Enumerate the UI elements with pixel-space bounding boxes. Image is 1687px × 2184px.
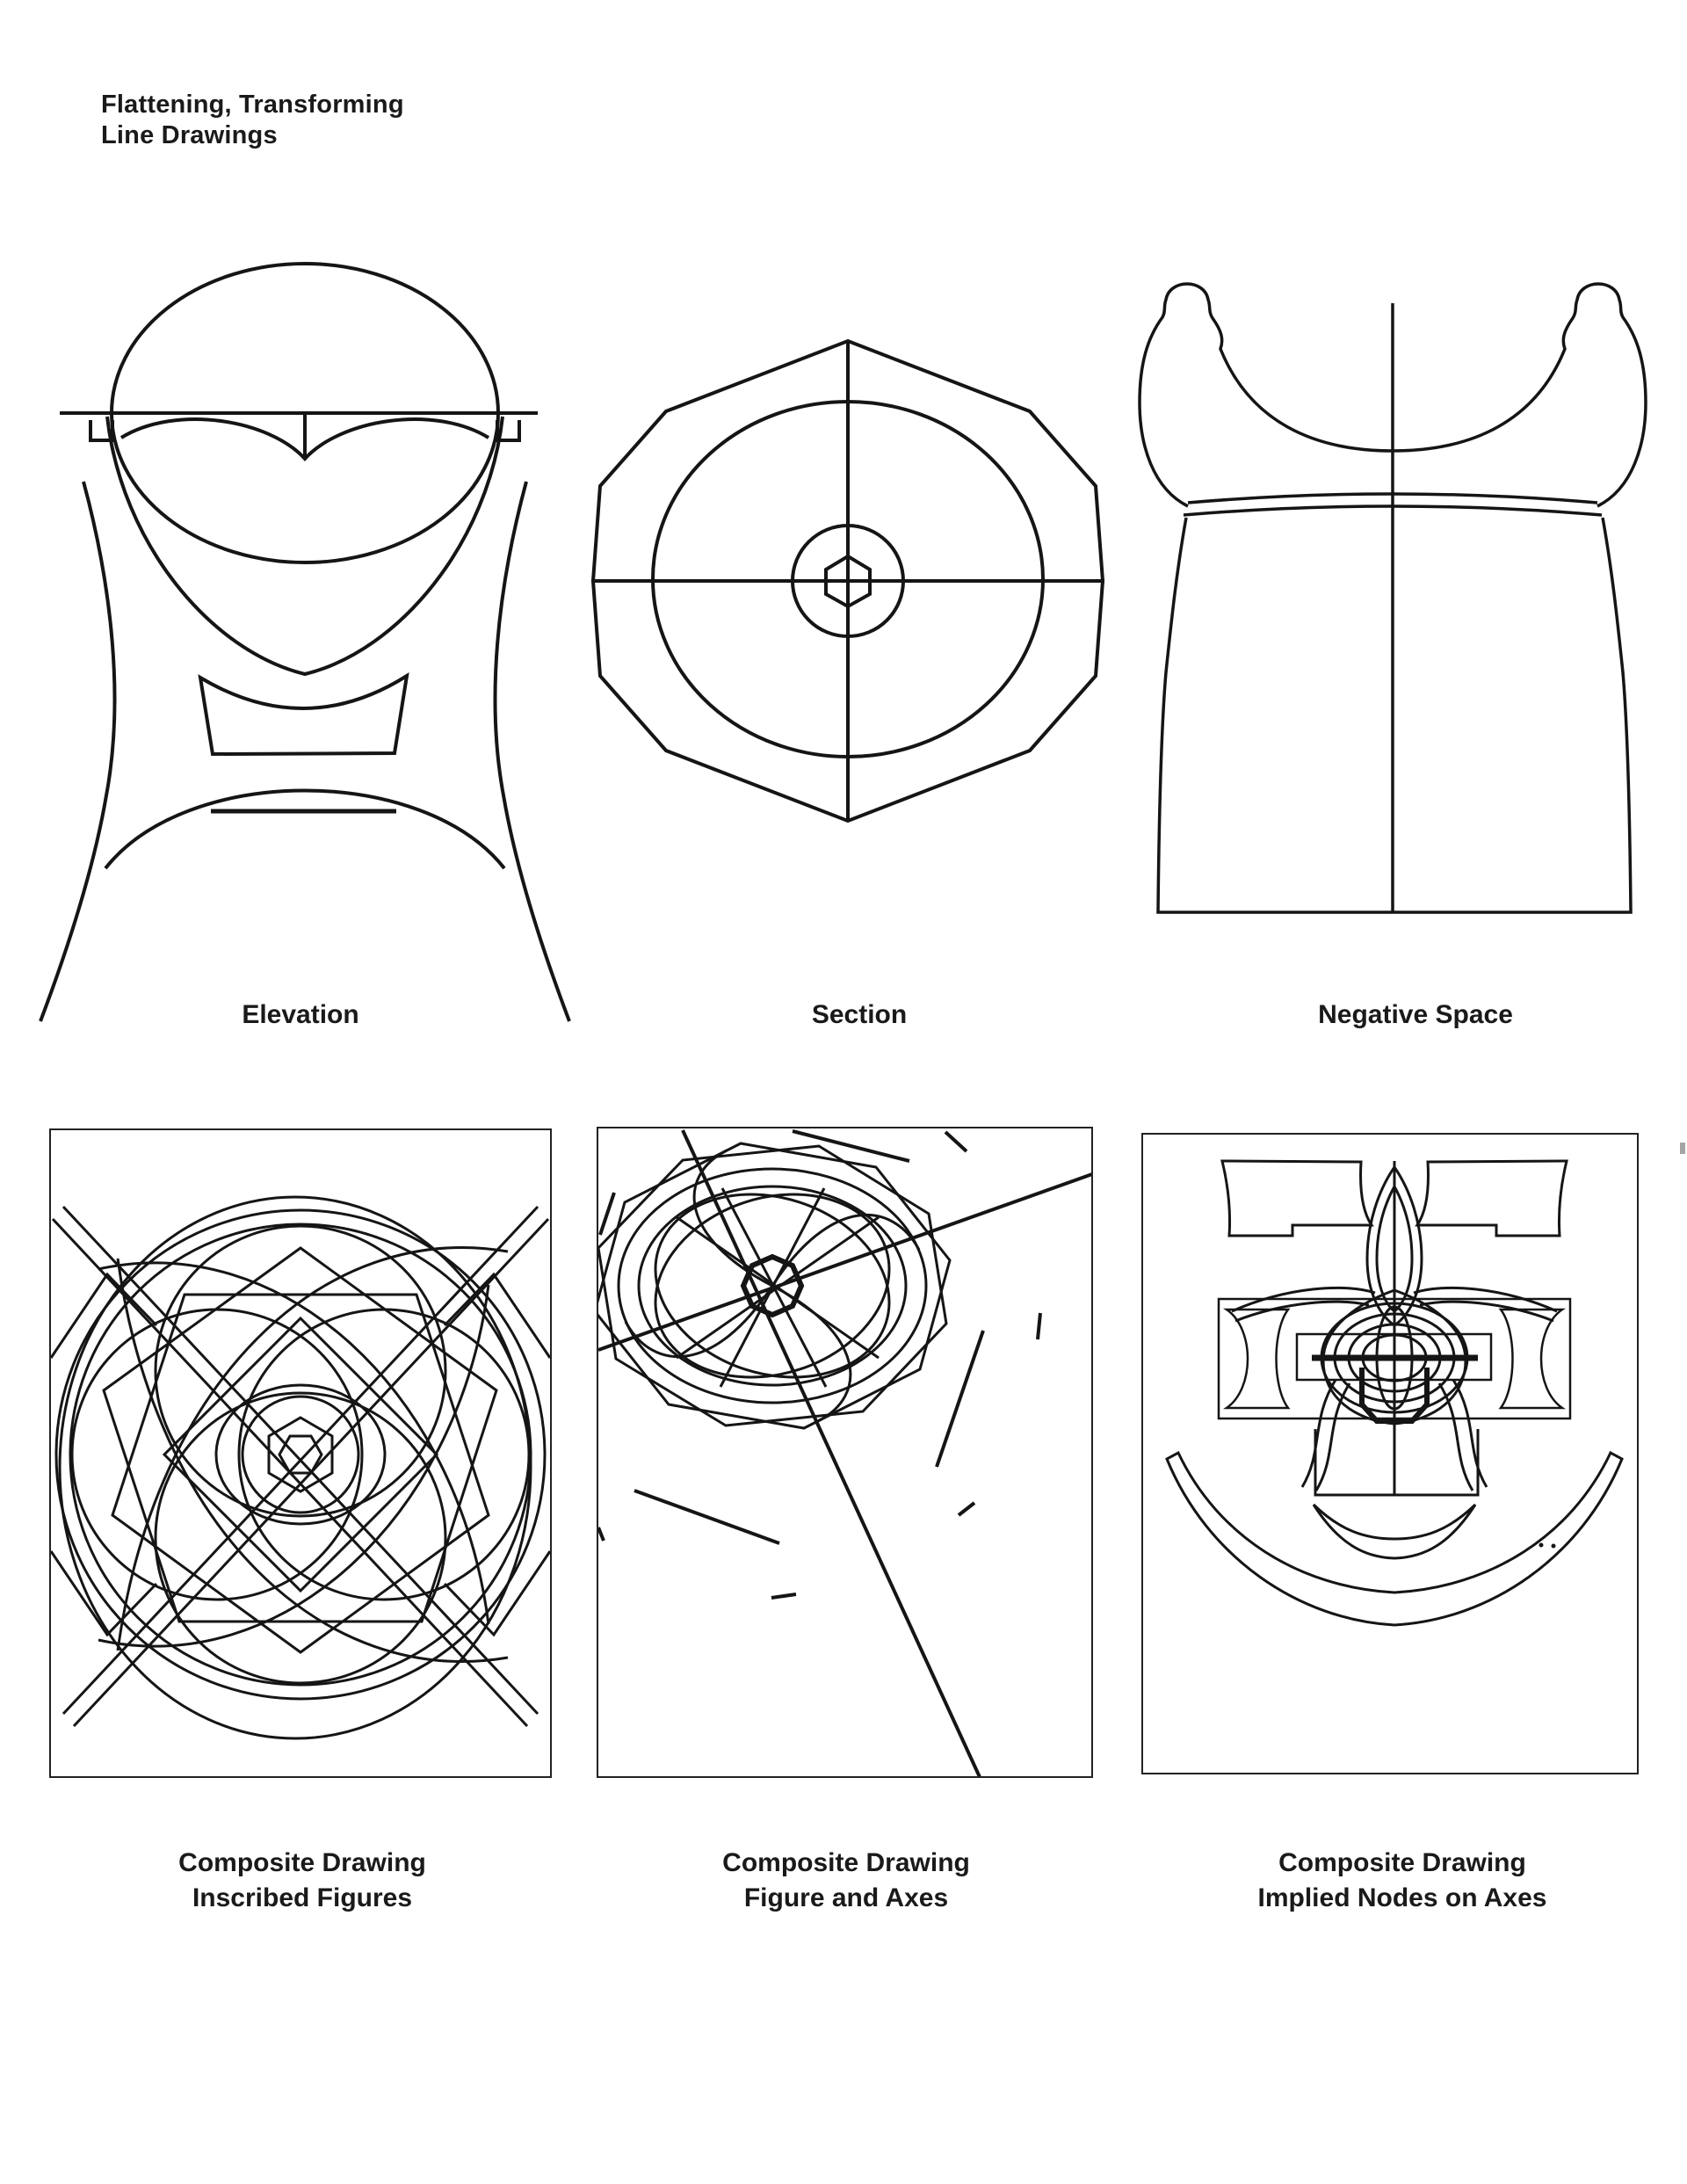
elevation-right-leg-curve bbox=[493, 481, 571, 1022]
c2-ring-inner bbox=[637, 1185, 908, 1387]
caption-composite-figure-axes: Composite Drawing Figure and Axes bbox=[722, 1846, 970, 1916]
section-large-circle bbox=[651, 400, 1045, 758]
c3-large-crescent bbox=[1165, 1450, 1624, 1627]
negative-space-upper-outline bbox=[1138, 282, 1647, 508]
c3-concave-bracket-left bbox=[1222, 1308, 1291, 1410]
c3-left-wing bbox=[1220, 1159, 1374, 1237]
elevation-left-bracket bbox=[89, 420, 114, 442]
c1-inner-ellipse bbox=[214, 1383, 387, 1526]
caption-composite-implied-nodes-line1: Composite Drawing bbox=[1278, 1848, 1526, 1877]
caption-composite-inscribed-line2: Inscribed Figures bbox=[192, 1883, 413, 1912]
caption-elevation: Elevation bbox=[242, 1000, 359, 1029]
c2-center-octagon bbox=[740, 1253, 805, 1318]
composite-inscribed-figures-frame bbox=[49, 1128, 552, 1778]
c2-petal-4 bbox=[692, 1149, 773, 1288]
c2-petal-1 bbox=[771, 1213, 921, 1287]
c1-hexagon-outer bbox=[267, 1416, 334, 1493]
c1-quatrefoil-top bbox=[154, 1224, 447, 1518]
elevation-drawing bbox=[39, 262, 571, 1022]
c1-hexagon-inner bbox=[278, 1434, 323, 1475]
c3-small-crescent bbox=[1312, 1503, 1477, 1560]
c1-corner-se bbox=[443, 1550, 551, 1637]
elevation-arch bbox=[104, 788, 506, 870]
c3-base-block bbox=[1314, 1429, 1480, 1497]
composite-figure-axes-drawing bbox=[597, 1129, 1092, 1777]
composite-figure-axes-frame bbox=[597, 1127, 1093, 1778]
c2-ring-outer bbox=[617, 1167, 928, 1404]
c1-corner-nw bbox=[50, 1272, 158, 1359]
page-title: Flattening, Transforming Line Drawings bbox=[101, 90, 404, 151]
elevation-heart-bottom-curve bbox=[105, 416, 504, 677]
section-drawing bbox=[590, 338, 1105, 824]
c3-node-dot-2 bbox=[1551, 1543, 1556, 1549]
c3-small-wing-r1 bbox=[1413, 1286, 1558, 1313]
c3-scurve-l1 bbox=[1300, 1379, 1337, 1488]
page-title-line2: Line Drawings bbox=[101, 121, 278, 149]
c2-petal-2 bbox=[771, 1284, 852, 1423]
caption-composite-implied-nodes: Composite Drawing Implied Nodes on Axes bbox=[1258, 1846, 1547, 1916]
page-title-line1: Flattening, Transforming bbox=[101, 91, 404, 119]
c3-small-wing-r2 bbox=[1419, 1300, 1554, 1323]
caption-composite-inscribed: Composite Drawing Inscribed Figures bbox=[178, 1846, 426, 1916]
c2-implied-dashes bbox=[597, 1129, 1042, 1600]
c1-ring-outer bbox=[54, 1208, 547, 1701]
negative-space-waist-arc-lower bbox=[1183, 504, 1603, 517]
c2-gear-octagon-1 bbox=[597, 1142, 952, 1430]
c1-quatrefoil-bottom bbox=[154, 1391, 447, 1685]
c3-concave-bracket-right bbox=[1498, 1308, 1567, 1410]
c3-scurve-l2 bbox=[1314, 1382, 1351, 1491]
elevation-right-bracket bbox=[496, 420, 521, 442]
c3-node-dot-1 bbox=[1539, 1542, 1544, 1548]
caption-composite-figure-axes-line2: Figure and Axes bbox=[743, 1883, 949, 1912]
caption-section: Section bbox=[811, 1000, 908, 1029]
caption-negative-space: Negative Space bbox=[1318, 1000, 1513, 1029]
c1-pentagon-up bbox=[102, 1246, 498, 1623]
caption-composite-inscribed-line1: Composite Drawing bbox=[178, 1848, 426, 1877]
c1-corner-sw bbox=[50, 1550, 158, 1637]
c2-axis-steep bbox=[681, 1129, 981, 1777]
c2-axis-rising bbox=[597, 1172, 1092, 1352]
c3-right-wing bbox=[1415, 1159, 1568, 1237]
negative-space-lower-body bbox=[1156, 517, 1633, 914]
c1-sweep-4 bbox=[116, 1258, 509, 1663]
c3-small-wing-l1 bbox=[1231, 1286, 1376, 1313]
negative-space-waist-arc-upper bbox=[1187, 492, 1598, 504]
c2-petal-3 bbox=[624, 1285, 774, 1359]
caption-composite-implied-nodes-line2: Implied Nodes on Axes bbox=[1257, 1883, 1547, 1912]
composite-implied-nodes-frame bbox=[1141, 1133, 1639, 1774]
elevation-left-leg-curve bbox=[39, 481, 117, 1022]
c1-diagonal-b1 bbox=[62, 1205, 539, 1716]
negative-space-drawing bbox=[1138, 282, 1647, 914]
elevation-moustache-curve bbox=[119, 417, 490, 461]
section-small-circle bbox=[791, 524, 905, 638]
c3-scurve-r1 bbox=[1452, 1379, 1488, 1488]
c1-sweep-3 bbox=[98, 1284, 490, 1648]
c1-corner-ne bbox=[443, 1272, 551, 1359]
composite-implied-nodes-drawing bbox=[1165, 1159, 1624, 1627]
c1-diamond bbox=[162, 1316, 439, 1593]
c3-small-wing-l2 bbox=[1234, 1300, 1370, 1323]
c2-tilted-ellipse-1 bbox=[654, 1193, 891, 1379]
c1-inner-circle bbox=[241, 1395, 360, 1514]
section-hexagon bbox=[824, 554, 872, 609]
composite-inscribed-figures-drawing bbox=[50, 1195, 551, 1740]
c3-scurve-r2 bbox=[1437, 1382, 1474, 1491]
c1-ring-inner bbox=[69, 1223, 532, 1687]
caption-composite-figure-axes-line1: Composite Drawing bbox=[722, 1848, 970, 1877]
c1-sweep-2 bbox=[116, 1246, 509, 1651]
c1-sweep-1 bbox=[98, 1261, 490, 1625]
page-edge-artifact bbox=[1680, 1143, 1685, 1154]
elevation-trapezoid bbox=[198, 671, 409, 757]
